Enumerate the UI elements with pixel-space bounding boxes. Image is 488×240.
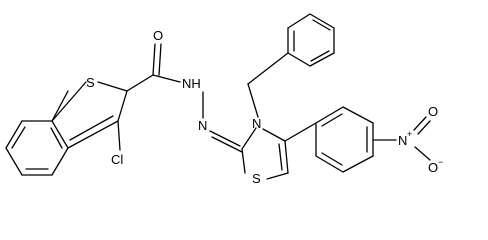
bond [11,126,26,149]
bond [69,115,114,141]
bond [51,90,69,122]
bond [287,52,311,67]
bond [413,116,427,131]
bond [414,146,431,161]
bonds [5,13,431,180]
bond [266,172,289,180]
bond [126,74,154,92]
bond [309,52,335,67]
bond [309,13,335,29]
bond [5,147,23,176]
bond [152,74,181,83]
bond [310,50,330,62]
bond [262,128,286,142]
atom-label-sulfur: S [86,75,95,90]
bond [315,155,344,173]
bond [51,147,69,176]
bond [51,120,69,149]
bond [97,81,128,92]
bond [342,155,374,173]
bond [209,130,241,147]
atom-label-oxygen: O [428,104,438,119]
bond [158,43,162,76]
atom-label-nitrogen: N [398,133,407,148]
bond [417,120,431,135]
atom-label-oxygen: O [153,28,163,43]
atom-label-chlorine: Cl [111,152,123,167]
bond [247,83,259,118]
bond [278,143,283,171]
bond [211,136,243,153]
atom-label-oxygen: O [428,160,438,175]
bond [67,120,119,149]
bond [152,43,156,76]
bond [312,19,331,31]
bond [241,148,246,174]
bond [241,127,257,150]
bond [342,106,374,124]
bond [117,120,121,151]
bond [50,127,63,149]
bond [5,120,23,149]
bond [287,13,311,29]
bond [284,140,289,174]
atom-label-nitrogen: N [198,118,207,133]
bond [321,152,343,166]
structure-canvas: S O NH N Cl N S N + O O − [5,13,443,186]
charge-plus: + [407,129,412,139]
atom-labels: S O NH N Cl N S N + O O − [86,28,443,186]
chemical-structure: S O NH N Cl N S N + O O − [5,13,443,186]
charge-minus: − [438,157,443,167]
bond [284,122,317,142]
bond [247,52,289,85]
atom-label-nh: NH [182,76,201,91]
atom-label-nitrogen: N [252,116,261,131]
bond [117,90,128,122]
bond [321,113,343,127]
bond [51,81,87,122]
atom-label-sulfur: S [252,171,261,186]
bond [315,106,344,124]
